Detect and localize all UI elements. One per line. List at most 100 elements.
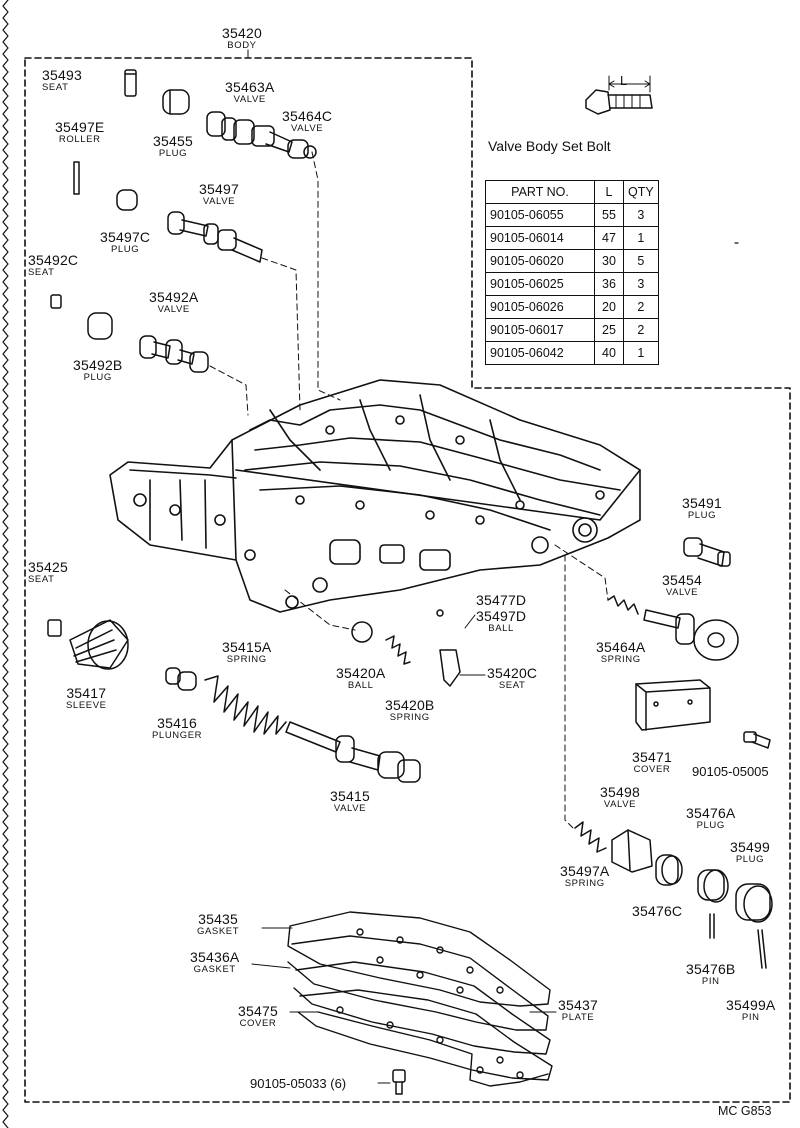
cell-qty: 5 (623, 249, 659, 273)
valve-35492A-shape (139, 335, 209, 373)
drawing-code: MC G853 (718, 1104, 772, 1118)
cell-qty: 1 (623, 226, 659, 250)
plunger-35416-shape (165, 667, 197, 691)
cell-length: 20 (594, 295, 624, 319)
ball-35420A-shape (351, 621, 373, 643)
cover-35471-shape (635, 679, 711, 731)
cell-part-no: 90105-06014 (485, 226, 595, 250)
plug-35476A-shape (697, 869, 729, 903)
cell-length: 30 (594, 249, 624, 273)
cell-length: 47 (594, 226, 624, 250)
valve-35415-shape (285, 721, 421, 783)
plug-35499-shape (735, 883, 773, 923)
bolt-90105-05033-shape (392, 1069, 406, 1095)
spring-35464A-shape (607, 595, 639, 615)
cell-part-no: 90105-06025 (485, 272, 595, 296)
gasket-plate-stack (287, 911, 553, 1087)
spring-35415A-shape (204, 675, 287, 735)
assembly-boundary (24, 57, 791, 1103)
plug-35476C-shape (655, 854, 683, 886)
bolt-table-title: Valve Body Set Bolt (488, 138, 611, 154)
cell-part-no: 90105-06042 (485, 341, 595, 365)
col-part-no: PART NO. (485, 180, 595, 204)
ball-35477D-shape (436, 609, 444, 617)
cell-part-no: 90105-06017 (485, 318, 595, 342)
sleeve-35417-shape (69, 619, 129, 670)
page-torn-edge (2, 0, 9, 1128)
cell-qty: 1 (623, 341, 659, 365)
plug-35491-shape (683, 537, 731, 567)
seat-35493-shape (124, 69, 137, 97)
bolt-table-header: PART NO. L QTY (485, 180, 659, 204)
plug-35492B-shape (87, 312, 113, 340)
valve-35498-shape (611, 829, 653, 873)
cell-qty: 2 (623, 318, 659, 342)
valve-35454-shape (643, 609, 739, 661)
col-length: L (594, 180, 624, 204)
label-35477D: 35477D (476, 592, 527, 608)
valve-body-35420-shape (109, 379, 641, 613)
leader-lines (209, 49, 609, 1084)
roller-35497E-shape (73, 161, 80, 195)
plug-35497C-shape (116, 189, 138, 211)
seat-35492C-shape (50, 294, 62, 309)
cell-qty: 3 (623, 272, 659, 296)
valve-35463A-shape (206, 111, 293, 153)
spring-35497A-shape (574, 821, 607, 853)
valve-35464C-shape (287, 139, 317, 159)
pin-35499A-shape (757, 929, 767, 969)
col-qty: QTY (623, 180, 659, 204)
cell-length: 40 (594, 341, 624, 365)
spring-35420B-shape (385, 635, 411, 665)
cell-length: 36 (594, 272, 624, 296)
seat-35420C-shape (439, 649, 461, 687)
set-bolt-icon (585, 75, 653, 115)
label-bolt-05005: 90105-05005 (692, 764, 769, 779)
seat-35425-shape (47, 619, 62, 637)
bolt-90105-05005-shape (743, 731, 771, 749)
cell-part-no: 90105-06026 (485, 295, 595, 319)
label-bolt-05033: 90105-05033 (6) (250, 1076, 347, 1091)
cell-part-no: 90105-06020 (485, 249, 595, 273)
cell-qty: 3 (623, 203, 659, 227)
plug-35455-shape (162, 89, 190, 115)
valve-35497-shape (167, 211, 263, 263)
cell-part-no: 90105-06055 (485, 203, 595, 227)
